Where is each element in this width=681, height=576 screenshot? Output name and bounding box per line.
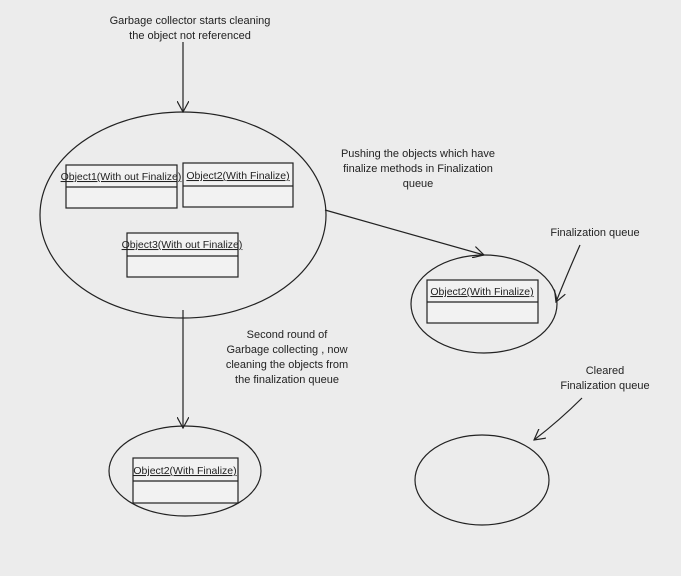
queue-object2-box: Object2(With Finalize) — [426, 279, 539, 324]
object3-box: Object3(With out Finalize) — [122, 232, 243, 278]
queue-object2-label: Object2(With Finalize) — [430, 286, 533, 298]
object1-label: Object1(With out Finalize) — [61, 171, 182, 183]
cleared-queue-ellipse — [414, 434, 550, 526]
heap-ellipse — [39, 111, 327, 319]
start-label-line2: the object not referenced — [129, 30, 251, 42]
object1-box: Object1(With out Finalize) — [61, 164, 182, 209]
arrow-queue-label — [556, 244, 581, 302]
push-label-line2: finalize methods in Finalization — [343, 163, 493, 175]
second-round-line4: the finalization queue — [235, 374, 339, 386]
second-round-line1: Second round of — [247, 329, 329, 341]
cleared-label-line1: Cleared — [586, 365, 625, 377]
start-label-line1: Garbage collector starts cleaning — [110, 15, 271, 27]
push-label-line1: Pushing the objects which have — [341, 148, 495, 160]
queue-label: Finalization queue — [550, 227, 639, 239]
final-object2-box: Object2(With Finalize) — [132, 457, 239, 504]
finalization-queue-ellipse — [410, 254, 558, 354]
push-label-line3: queue — [403, 178, 434, 190]
arrow-cleared-label — [534, 397, 583, 440]
object2-label: Object2(With Finalize) — [186, 170, 289, 182]
cleared-label-line2: Finalization queue — [560, 380, 649, 392]
second-round-ellipse — [108, 425, 262, 517]
second-round-line2: Garbage collecting , now — [226, 344, 347, 356]
object2-box: Object2(With Finalize) — [182, 162, 294, 208]
second-round-line3: cleaning the objects from — [226, 359, 348, 371]
final-object2-label: Object2(With Finalize) — [133, 465, 236, 477]
arrow-push — [324, 209, 484, 255]
object3-label: Object3(With out Finalize) — [122, 239, 243, 251]
